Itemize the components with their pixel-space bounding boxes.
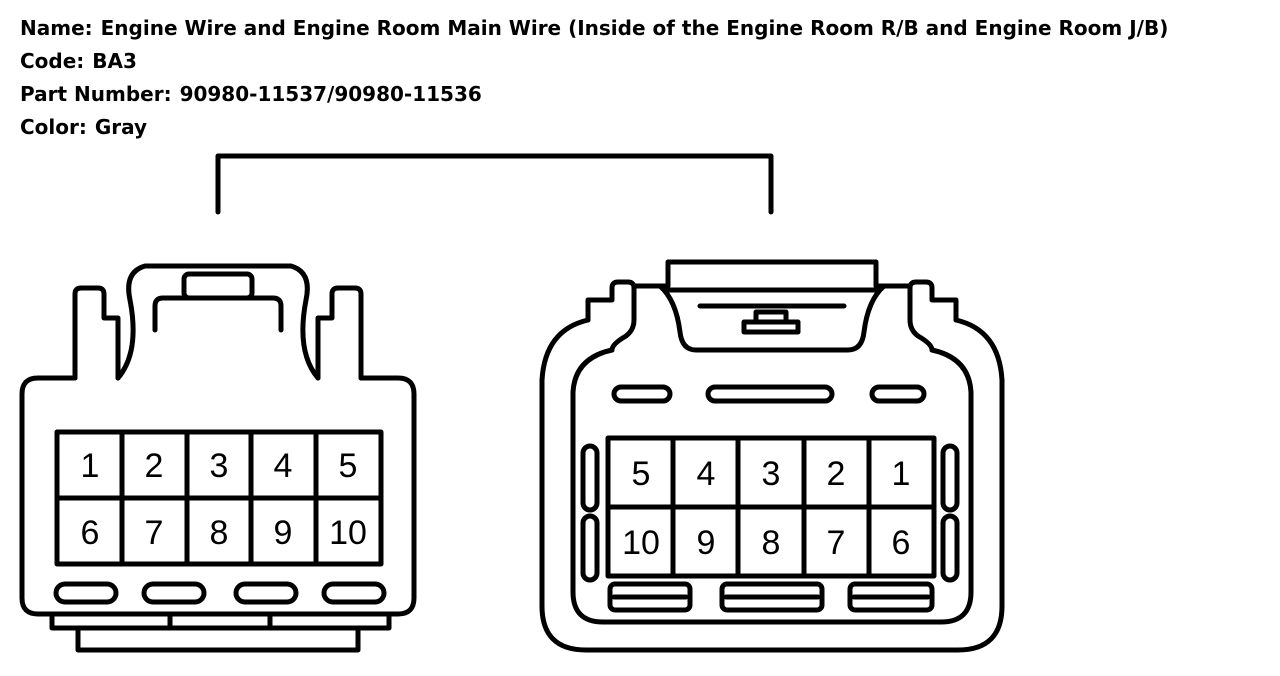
pin-number: 7 <box>827 524 846 562</box>
latch-inner <box>152 295 284 333</box>
pin-number: 8 <box>762 524 781 562</box>
right-pin-labels: 5 4 3 2 1 10 9 8 7 6 <box>622 455 910 562</box>
left-pillar <box>72 285 121 381</box>
bottom-slot <box>141 581 207 605</box>
color-label: Color: <box>20 115 87 139</box>
pin-number: 1 <box>892 455 911 493</box>
code-label: Code: <box>20 49 85 73</box>
right-pillar <box>315 285 364 381</box>
left-bottom-flange <box>49 611 392 653</box>
pin-number: 6 <box>81 514 100 552</box>
pin-number: 8 <box>210 514 229 552</box>
bottom-slot <box>233 581 299 605</box>
pin-number: 3 <box>210 447 229 485</box>
side-slot <box>580 513 600 583</box>
pin-number: 3 <box>762 455 781 493</box>
bottom-slot <box>607 581 693 613</box>
right-body-inner <box>570 347 974 625</box>
latch-lock-tab <box>181 271 255 301</box>
side-slot <box>580 443 600 513</box>
part-number-label: Part Number: <box>20 82 172 106</box>
part-number-row: Part Number: 90980-11537/90980-11536 <box>20 78 1168 111</box>
side-slot <box>940 443 960 513</box>
pin-number: 4 <box>697 455 716 493</box>
right-body-outer <box>539 317 1005 653</box>
pin-number: 1 <box>81 447 100 485</box>
part-number-value: 90980-11537/90980-11536 <box>179 82 482 106</box>
latch-body <box>657 283 887 353</box>
pin-number: 9 <box>274 514 293 552</box>
pin-number: 5 <box>632 455 651 493</box>
connector-info: Name: Engine Wire and Engine Room Main Wi… <box>20 12 1168 144</box>
pin-number: 6 <box>892 524 911 562</box>
pin-number: 5 <box>339 447 358 485</box>
bottom-slot <box>847 581 935 613</box>
left-pin-labels: 1 2 3 4 5 6 7 8 9 10 <box>81 447 367 552</box>
name-label: Name: <box>20 16 93 40</box>
left-body-outline <box>19 375 417 617</box>
pin-number: 10 <box>622 524 660 562</box>
top-slot <box>869 384 927 404</box>
side-slot <box>940 513 960 583</box>
top-slot <box>611 384 673 404</box>
left-ear <box>585 279 637 353</box>
color-row: Color: Gray <box>20 111 1168 144</box>
bottom-slot <box>321 581 387 605</box>
latch-outer <box>115 263 321 381</box>
code-row: Code: BA3 <box>20 45 1168 78</box>
color-value: Gray <box>94 115 148 139</box>
name-row: Name: Engine Wire and Engine Room Main Wi… <box>20 12 1168 45</box>
code-value: BA3 <box>92 49 137 73</box>
pin-number: 9 <box>697 524 716 562</box>
pin-number: 2 <box>827 455 846 493</box>
mating-bracket <box>215 153 774 215</box>
pin-number: 4 <box>274 447 293 485</box>
bottom-slot <box>53 581 119 605</box>
pin-number: 2 <box>145 447 164 485</box>
left-connector <box>19 263 417 653</box>
top-slot <box>705 384 835 404</box>
latch-lock-tab <box>753 309 789 325</box>
pin-number: 10 <box>329 514 367 552</box>
name-value: Engine Wire and Engine Room Main Wire (I… <box>100 16 1169 40</box>
right-ear <box>907 279 959 353</box>
latch-housing <box>631 259 913 289</box>
pin-number: 7 <box>145 514 164 552</box>
bottom-slot <box>719 581 825 613</box>
right-connector <box>539 259 1005 653</box>
